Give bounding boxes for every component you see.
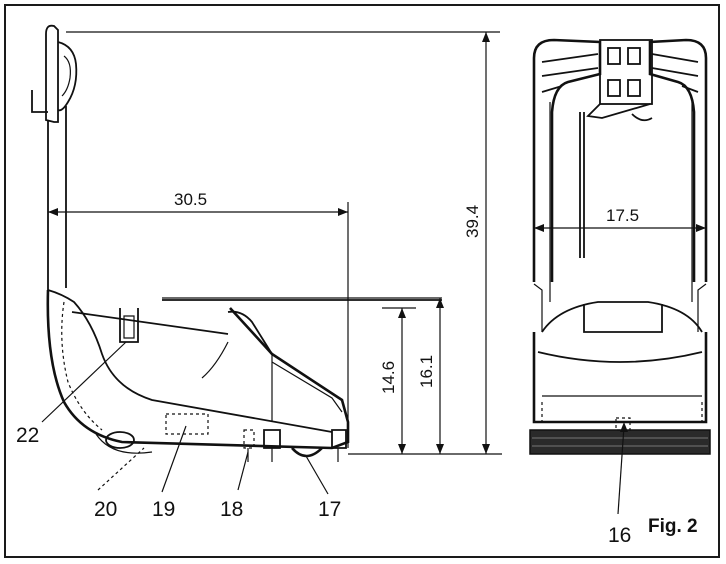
- upper-height-dimension-label: 16.1: [417, 355, 436, 388]
- figure-label: Fig. 2: [648, 516, 698, 537]
- length-dimension-label: 30.5: [174, 190, 207, 209]
- handle-grip: [31, 24, 78, 123]
- side-view: [31, 24, 442, 462]
- control-button: [607, 79, 621, 97]
- total-height-dimension-label: 39.4: [463, 205, 482, 238]
- control-button: [627, 79, 641, 97]
- front-brush: [529, 417, 711, 455]
- callout-18: 18: [220, 498, 243, 521]
- front-handle: [532, 38, 708, 332]
- side-dimensions: 30.5 39.4 14.6 16.1: [48, 31, 502, 455]
- technical-drawing: 30.5 39.4 14.6 16.1 22 20 19 18 17: [16, 24, 711, 547]
- rear-wheel: [105, 431, 135, 449]
- callout-20: 20: [94, 498, 117, 521]
- machine-body: [46, 289, 442, 450]
- lower-height-dimension-label: 14.6: [379, 361, 398, 394]
- callout-16: 16: [608, 524, 631, 547]
- callout-19: 19: [152, 498, 175, 521]
- bottom-assembly: [95, 413, 347, 462]
- front-body: [532, 301, 708, 424]
- width-dimension-label: 17.5: [606, 206, 639, 225]
- control-panel: [599, 39, 653, 105]
- callout-17: 17: [318, 498, 341, 521]
- control-button: [627, 47, 641, 65]
- brush-wheel: [291, 447, 323, 458]
- side-callouts: 22 20 19 18 17: [16, 341, 341, 521]
- callout-22: 22: [16, 424, 39, 447]
- control-button: [607, 47, 621, 65]
- front-dimensions: 17.5 16 Fig. 2: [534, 206, 706, 547]
- front-view: [529, 38, 711, 455]
- technical-drawing-frame: 30.5 39.4 14.6 16.1 22 20 19 18 17: [4, 4, 720, 558]
